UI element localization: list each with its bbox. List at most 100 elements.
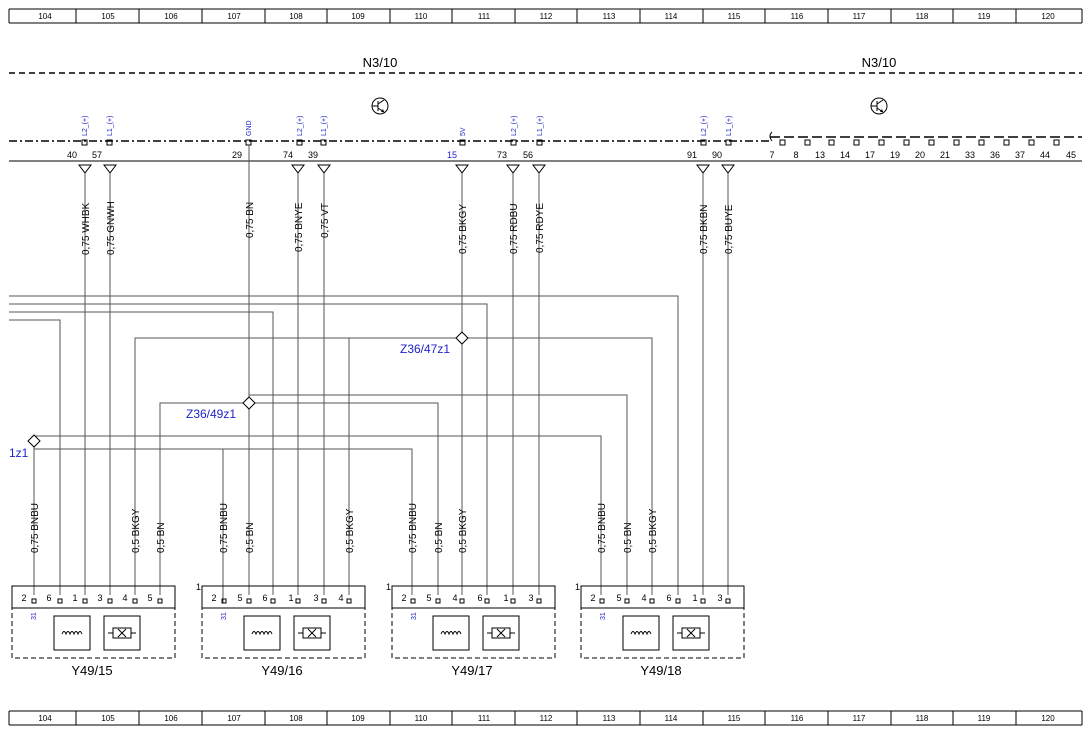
upper-wire-labels: 0,75 WHBK 0,75 GNWH 0,75 BN 0,75 BNYE 0,…	[81, 201, 735, 255]
pin-number: 39	[308, 150, 318, 160]
ruler-col: 118	[916, 12, 929, 21]
pin-number: 3	[97, 593, 102, 603]
pin-number: 4	[338, 593, 343, 603]
pin-number: 20	[915, 150, 925, 160]
wire-label: 0,5 BN	[623, 522, 634, 553]
pin-signal: L2_(+)	[297, 116, 304, 136]
ruler-col: 118	[916, 714, 929, 723]
wire-label: 0,75 BN	[245, 202, 256, 238]
splice-label: Z36/49z1	[186, 407, 236, 421]
pin-number: 6	[46, 593, 51, 603]
wire-label: 0,75 RDBU	[509, 203, 520, 254]
pin-number: 4	[452, 593, 457, 603]
splice-node	[242, 396, 256, 410]
ruler-col: 108	[289, 12, 303, 21]
pin-number: 3	[313, 593, 318, 603]
ruler-col: 109	[351, 12, 365, 21]
pin-number: 33	[965, 150, 975, 160]
pin-number: 1	[288, 593, 293, 603]
ruler-col: 116	[791, 12, 804, 21]
actuator-y49-15: 2 6 1 3 4 5 31 Y49/15	[11, 585, 176, 678]
wire-label: 0,75 BNBU	[30, 503, 41, 553]
wire-label: 0,75 WHBK	[81, 202, 92, 255]
ruler-col: 108	[289, 714, 303, 723]
pin-number: 2	[211, 593, 216, 603]
actuator-label: Y49/16	[261, 663, 302, 678]
wire-label: 0,75 BNBU	[219, 503, 230, 553]
pin-signal: 5V	[460, 127, 467, 136]
ecu-signal-labels: L2_(+) L1_(+) GND L2_(+) L1_(+) 5V L2_(+…	[82, 116, 733, 136]
ruler-col: 111	[478, 12, 491, 21]
ecu-label: N3/10	[862, 55, 897, 70]
wire-label: 0,5 BN	[434, 522, 445, 553]
ruler-col: 116	[791, 714, 804, 723]
ruler-col: 117	[853, 714, 866, 723]
pin-number: 74	[283, 150, 293, 160]
wires	[9, 145, 729, 603]
valve-icon	[482, 615, 520, 651]
pin-number: 37	[1015, 150, 1025, 160]
transistor-icon	[870, 97, 888, 115]
ruler-col: 115	[728, 714, 741, 723]
pin-signal: GND	[246, 120, 253, 136]
ruler-col: 110	[415, 12, 428, 21]
pin-number: 2	[21, 593, 26, 603]
actuator-y49-17: 1 2 5 4 6 1 3 31 Y49/17	[386, 582, 556, 678]
pin-signal: L2_(+)	[511, 116, 518, 136]
pin-signal: 31	[600, 612, 607, 620]
pin-number: 8	[793, 150, 798, 160]
ruler-col: 115	[728, 12, 741, 21]
pin-number: 17	[865, 150, 875, 160]
ruler-col: 113	[603, 714, 616, 723]
pin-signal: 31	[31, 612, 38, 620]
wire-label: 0,75 RDYE	[535, 203, 546, 253]
pin-number: 4	[641, 593, 646, 603]
pin-number: 7	[769, 150, 774, 160]
lower-wire-labels: 0,75 BNBU 0,5 BKGY 0,5 BN 0,75 BNBU 0,5 …	[30, 503, 659, 553]
ruler-col: 119	[978, 12, 991, 21]
wire-label: 0,75 BUYE	[724, 204, 735, 254]
ruler-col: 111	[478, 714, 491, 723]
pin-number: 45	[1066, 150, 1076, 160]
pin-number: 6	[477, 593, 482, 603]
pin-number: 73	[497, 150, 507, 160]
pin-number: 13	[815, 150, 825, 160]
coil-icon	[53, 615, 91, 651]
pin-signal: L1_(+)	[107, 116, 114, 136]
pin-number: 15	[447, 150, 457, 160]
ruler-col: 112	[540, 12, 553, 21]
splice-label: Z36/47z1	[400, 342, 450, 356]
pin-signal: L1_(+)	[321, 116, 328, 136]
pin-number: 36	[990, 150, 1000, 160]
actuator-y49-18: 1 2 5 4 6 1 3 31 Y49/18	[575, 582, 745, 678]
wire-label: 0,5 BN	[245, 522, 256, 553]
ruler-col: 104	[38, 714, 52, 723]
wire-label: 0,75 GNWH	[106, 201, 117, 255]
valve-icon	[672, 615, 710, 651]
actuator-label: Y49/17	[451, 663, 492, 678]
ecu-label: N3/10	[363, 55, 398, 70]
ruler-col: 120	[1041, 12, 1055, 21]
pin-number: 29	[232, 150, 242, 160]
coil-icon	[622, 615, 660, 651]
wire-label: 0,75 BKGY	[458, 204, 469, 254]
ruler-col: 114	[665, 714, 678, 723]
ecu-wire-terminals	[78, 164, 735, 174]
wire-label: 0,5 BKGY	[458, 508, 469, 553]
pin-number: 2	[590, 593, 595, 603]
pin-number: 4	[122, 593, 127, 603]
pin-signal: L2_(+)	[701, 116, 708, 136]
pin-number: 1	[503, 593, 508, 603]
actuator-label: Y49/18	[640, 663, 681, 678]
pin-number: 1	[72, 593, 77, 603]
wire-label: 0,5 BKGY	[131, 508, 142, 553]
wire-label: 0,5 BKGY	[345, 508, 356, 553]
wire-label: 0,75 BNBU	[408, 503, 419, 553]
ruler-col: 112	[540, 714, 553, 723]
ruler-col: 104	[38, 12, 52, 21]
actuator-index: 1	[196, 582, 201, 592]
ruler-col: 107	[227, 12, 241, 21]
transistor-icon	[371, 97, 389, 115]
pin-number: 57	[92, 150, 102, 160]
coil-icon	[243, 615, 281, 651]
